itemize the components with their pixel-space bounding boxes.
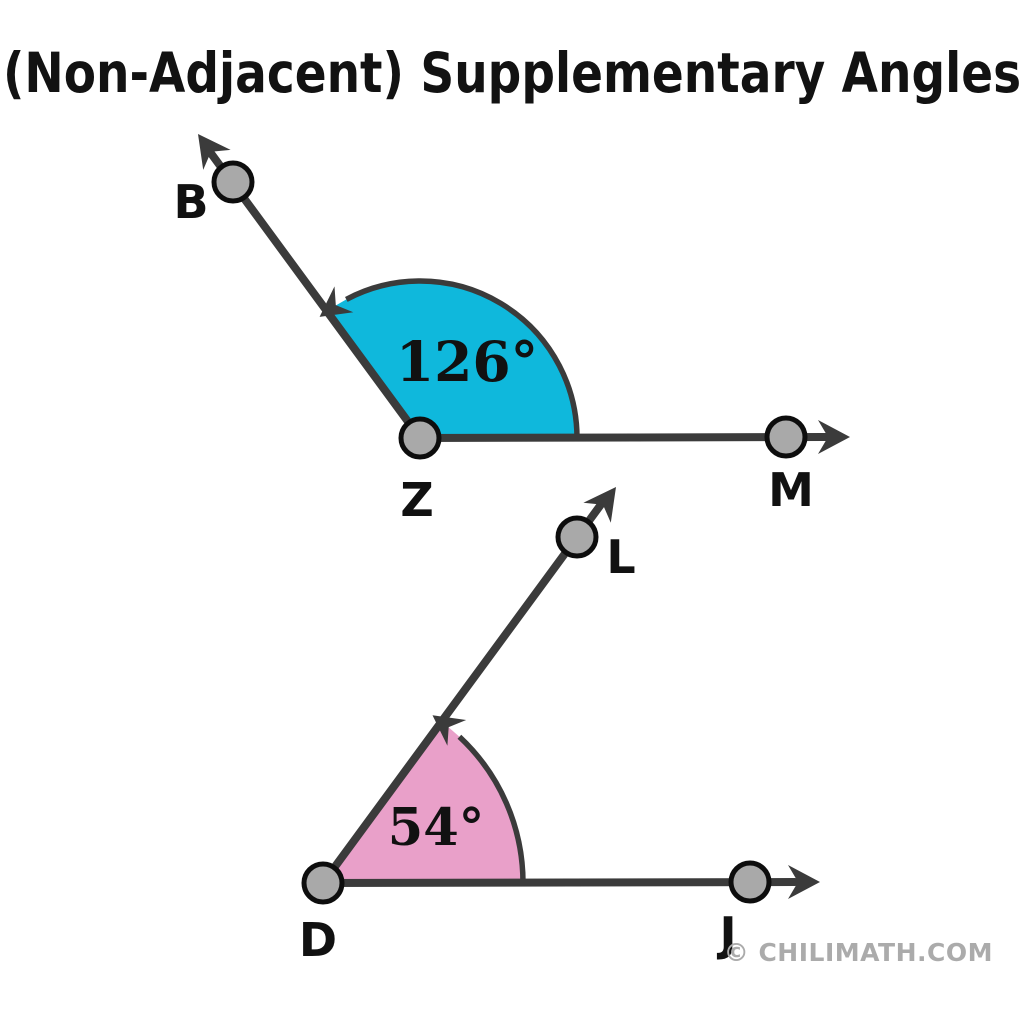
point-b-label: B <box>173 175 208 229</box>
point-j-dot <box>728 860 772 904</box>
rays <box>206 148 830 887</box>
point-d-label: D <box>299 913 337 967</box>
angle-wedges <box>323 281 577 883</box>
ray-l-arrowhead-icon <box>583 487 616 523</box>
ray-z-to-m-line <box>416 433 830 442</box>
arc-54-arrowhead-icon <box>432 715 467 746</box>
angle-126-wedge <box>327 281 577 438</box>
labels: B Z M L D J 126° 54° <box>173 175 813 967</box>
point-z-dot <box>398 416 442 460</box>
page-title: (Non-Adjacent) Supplementary Angles <box>2 41 1022 106</box>
ray-j-arrowhead-icon <box>788 865 820 899</box>
ray-d-to-j-line <box>319 878 799 887</box>
angle-54-arc <box>457 734 526 884</box>
arrowheads <box>198 134 850 899</box>
angle-arcs <box>345 278 580 884</box>
watermark: © CHILIMATH.COM <box>723 938 993 967</box>
arc-126-arrowhead-icon <box>319 286 354 317</box>
point-b-dot <box>211 160 255 204</box>
angle-54-wedge <box>323 721 523 883</box>
point-d-dot <box>301 861 345 905</box>
angle-126-value-label: 126° <box>396 329 538 394</box>
ray-d-to-l-line <box>319 495 609 887</box>
point-m-dot <box>764 415 808 459</box>
point-j-label: J <box>716 907 736 961</box>
ray-b-arrowhead-icon <box>198 134 231 170</box>
angle-54-value-label: 54° <box>388 798 484 858</box>
point-z-label: Z <box>400 473 433 527</box>
point-m-label: M <box>768 463 814 517</box>
point-dots <box>211 160 808 905</box>
angle-126-arc <box>345 278 580 439</box>
ray-m-arrowhead-icon <box>818 420 850 454</box>
point-l-label: L <box>606 530 635 584</box>
point-l-dot <box>555 515 599 559</box>
